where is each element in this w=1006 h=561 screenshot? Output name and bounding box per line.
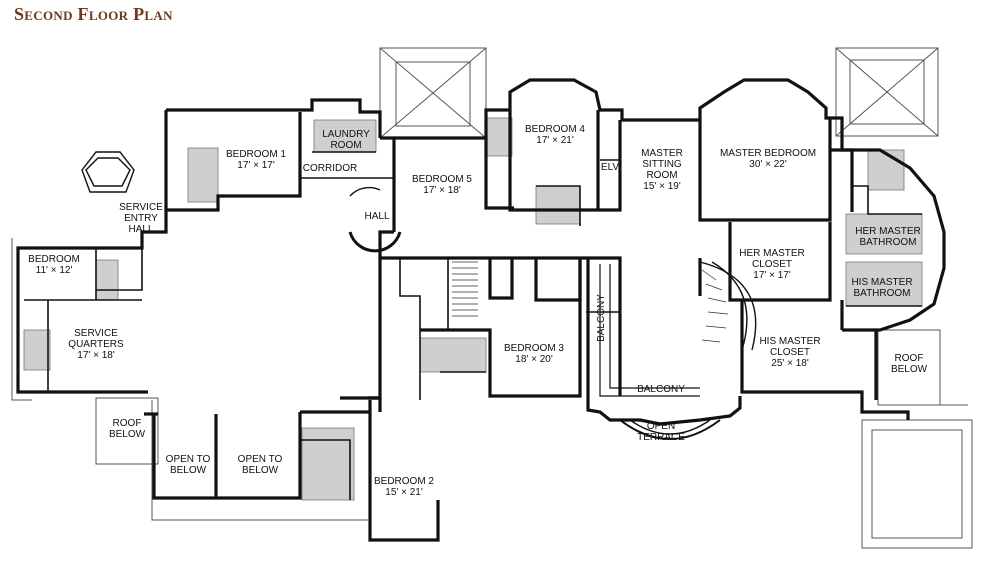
room-label-line: HER MASTER [855,226,921,237]
walls [16,78,946,542]
room-label-line: ELV [601,162,619,173]
wet-areas [23,117,923,501]
room-label-line: BEDROOM [28,254,80,265]
room-label-line: 17' × 18' [77,350,115,361]
interior-walls [24,151,922,500]
room-label-line: ROOF [113,418,142,429]
roof-outlines [11,47,973,549]
room-label-line: ROOM [646,170,677,181]
room-label-line: CLOSET [752,259,792,270]
room-label-line: OPEN TO [166,454,211,465]
room-label-balcony-vertical: BALCONY [596,294,607,342]
room-label-line: OPEN TO [238,454,283,465]
room-label-line: BATHROOM [853,288,910,299]
room-label-line: 15' × 21' [385,487,423,498]
room-label-line: BEDROOM 1 [226,149,286,160]
curved-features [81,151,757,440]
room-label-line: 30' × 22' [749,159,787,170]
room-label-line: BELOW [109,429,146,440]
room-label-line: 18' × 20' [515,354,553,365]
room-label-line: LAUNDRY [322,129,370,140]
room-label-line: SERVICE [119,202,163,213]
room-label-line: BEDROOM 4 [525,124,585,135]
room-label-line: SITTING [642,159,682,170]
room-label-line: HALL [364,211,389,222]
room-label-line: BEDROOM 3 [504,343,564,354]
room-label-elv: ELV [601,162,619,173]
room-label-line: ROOM [330,140,361,151]
room-label-line: HALL [128,224,153,235]
room-label-line: MASTER [641,148,683,159]
plan-title: Second Floor Plan [14,4,173,24]
room-label-line: BALCONY [596,294,607,342]
room-label-line: HIS MASTER [851,277,912,288]
room-label-line: BALCONY [637,384,685,395]
room-label-line: MASTER BEDROOM [720,148,816,159]
stair-treads [452,261,729,343]
room-label-line: 25' × 18' [771,358,809,369]
room-label-line: CLOSET [770,347,810,358]
room-label-line: OPEN [647,421,675,432]
room-label-line: 11' × 12' [36,265,73,276]
room-label-line: TERRACE [637,432,685,443]
room-label-line: BELOW [170,465,207,476]
room-label-line: BELOW [242,465,279,476]
room-label-line: QUARTERS [68,339,124,350]
room-label-line: BATHROOM [859,237,916,248]
room-label-line: BEDROOM 2 [374,476,434,487]
room-label-hall: HALL [364,211,389,222]
room-label-line: BELOW [891,364,928,375]
balcony-rail [599,264,700,397]
room-label-balcony-bottom: BALCONY [637,384,685,395]
room-label-line: 17' × 18' [423,185,461,196]
room-label-line: HIS MASTER [759,336,820,347]
room-label-line: HER MASTER [739,248,805,259]
room-label-line: 17' × 17' [753,270,791,281]
room-label-line: SERVICE [74,328,118,339]
room-label-line: 17' × 17' [237,160,275,171]
room-label-line: BEDROOM 5 [412,174,472,185]
room-label-line: 15' × 19' [643,181,681,192]
room-label-line: ENTRY [124,213,158,224]
room-label-line: 17' × 21' [536,135,574,146]
room-label-line: ROOF [895,353,924,364]
room-label-line: CORRIDOR [303,163,357,174]
room-label-corridor: CORRIDOR [303,163,357,174]
